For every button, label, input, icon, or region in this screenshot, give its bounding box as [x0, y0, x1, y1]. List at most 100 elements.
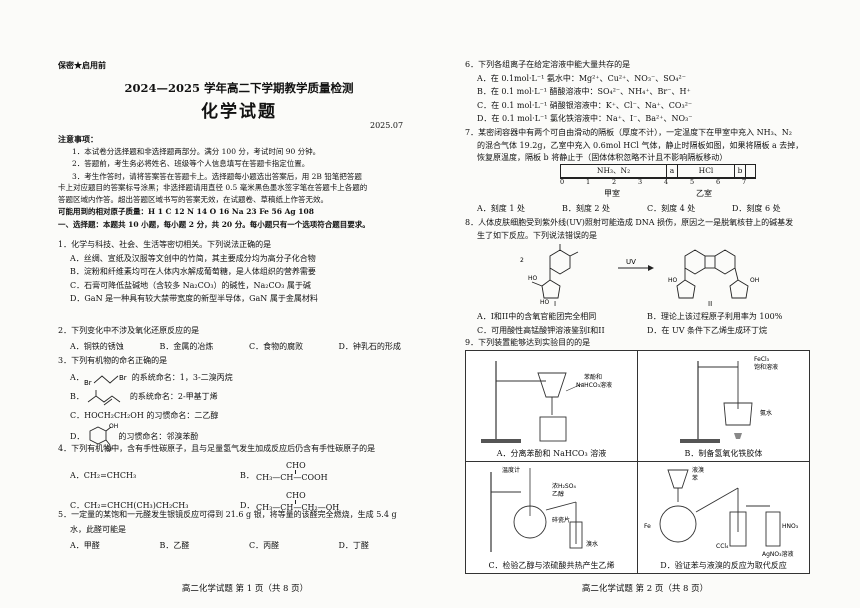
q1-option-d: D．GaN 是一种具有较大禁带宽度的新型半导体，GaN 属于金属材料 [70, 294, 318, 303]
svg-text:Br: Br [119, 374, 127, 382]
q6-option-d: D．在 0.1 mol·L⁻¹ 氯化铁溶液中：Na⁺、I⁻、Ba²⁺、NO₃⁻ [477, 114, 693, 123]
q7-stem-1: 7．某密闭容器中有两个可自由滑动的隔板（厚度不计），一定温度下在甲室中充入 NH… [465, 128, 793, 137]
q8-option-a: A．I和II中的含氧官能团完全相同 [477, 312, 597, 321]
q4-option-b: B． CHO CH₃—CH—COOH [240, 460, 328, 482]
q6-option-c: C．在 0.1 mol·L⁻¹ 硝酸银溶液中：K⁺、Cl⁻、Na⁺、CO₃²⁻ [477, 100, 693, 110]
q3-a-label: A． [70, 373, 84, 383]
q3-stem: 3．下列有机物的命名正确的是 [58, 356, 168, 365]
q3-option-b: 的系统命名：2-甲基丁烯 [129, 392, 218, 402]
footer-page-2: 高二化学试题 第 2 页（共 8 页） [581, 584, 709, 594]
q3-b-label: B． [70, 392, 84, 402]
svg-text:2: 2 [520, 257, 524, 264]
q5-option-b: B．乙醛 [159, 541, 190, 550]
svg-text:CCl₄: CCl₄ [716, 543, 729, 550]
q7-option-d: D．刻度 6 处 [732, 204, 781, 213]
q3-option-a: 的系统命名：1，3-二溴丙烷 [131, 373, 233, 383]
q6-option-a: A．在 0.1mol·L⁻¹ 氨水中：Mg²⁺、Cu²⁺、NO₃⁻、SO₄²⁻ [477, 73, 686, 83]
q3-option-c: C．HOCH₂CH₂OH 的习惯命名：二乙醇 [70, 410, 219, 420]
note-1: 1．本试卷分选择题和非选择题两部分。满分 100 分，考试时间 90 分钟。 [72, 146, 321, 156]
q6-stem: 6．下列各组离子在给定溶液中能大量共存的是 [465, 60, 631, 69]
q4-option-c: C．CH₂=CHCH(CH₃)CH₂CH₃ [70, 500, 189, 510]
q8-options: A．I和II中的含氧官能团完全相同 B．理论上该过程原子利用率为 100% C．… [477, 312, 822, 336]
q7-partition-a: a [667, 165, 678, 177]
q2-option-d: D．钟乳石的形成 [338, 341, 401, 351]
q9-figure-a: 苯酚和 NaHCO₃溶液 A．分离苯酚和 NaHCO₃ 溶液 [465, 350, 638, 462]
q7-option-a: A．刻度 1 处 [477, 204, 525, 213]
atomic-masses: 可能用到的相对原子质量：H 1 C 12 N 14 O 16 Na 23 Fe … [58, 207, 314, 216]
q9-caption-b: B．制备氢氧化铁胶体 [684, 448, 763, 458]
svg-text:HO: HO [528, 275, 538, 282]
svg-text:饱和溶液: 饱和溶液 [754, 363, 778, 371]
q5-option-a: A．甲醛 [70, 541, 100, 550]
secret-label: 保密★启用前 [58, 60, 106, 70]
q9-d-bromination-setup: 液溴 苯 Fe CCl₄ HNO₃ AgNO₃溶液 [644, 466, 799, 558]
svg-text:溴水: 溴水 [586, 540, 598, 548]
q5-stem-2: 水，此醛可能是 [70, 524, 126, 534]
svg-text:浓H₂SO₄: 浓H₂SO₄ [552, 482, 576, 490]
q3-b-structure [87, 389, 121, 405]
subject-title: 化学试题 [201, 102, 277, 122]
svg-text:碎瓷片: 碎瓷片 [552, 516, 570, 524]
q7-stem-2: 的混合气体 19.2g，乙室中充入 0.6mol HCl 气体，静止时隔板如图，… [477, 140, 804, 150]
q2-option-b: B．金属的冶炼 [159, 341, 214, 351]
q7-box-jia: NH₃、N₂ [561, 165, 667, 177]
svg-text:HO: HO [540, 299, 550, 306]
question-6: 6．下列各组离子在给定溶液中能大量共存的是 A．在 0.1mol·L⁻¹ 氨水中… [465, 60, 825, 125]
q8-reaction-scheme: HO HO 2 I UV HO OH II [520, 244, 759, 308]
svg-text:液溴: 液溴 [692, 466, 704, 474]
svg-text:Br: Br [106, 446, 113, 451]
q7-partition-b: b [735, 165, 746, 177]
note-5: 答题区域内作答。超出答题区域书写的答案无效，在试题卷、草稿纸上作答无效。 [58, 194, 328, 204]
notes-title: 注意事项： [58, 134, 98, 144]
q1-option-a: A．丝绸、宣纸及汉服等文创中的竹简，其主要成分均为高分子化合物 [70, 253, 316, 263]
q1-option-b: B．淀粉和纤维素均可在人体内水解成葡萄糖，是人体组织的营养需要 [70, 267, 316, 276]
question-5: 5．一定量的某饱和一元醛发生银镜反应可得到 21.6 g 银，将等量的该醛完全燃… [58, 510, 428, 552]
q4-option-d: D． CHO CH₃—CH—CH₂—OH [240, 490, 340, 512]
q9-stem: 9．下列装置能够达到实验目的的是 [465, 338, 591, 347]
q4-option-a: A．CH₂=CHCH₃ [70, 470, 137, 480]
q4-stem: 4．下列有机物中，含有手性碳原子，且与足量氢气发生加成反应后仍含有手性碳原子的是 [58, 444, 376, 453]
q9-b-colloid-setup: FeCl₃ 饱和溶液 氨水 [680, 356, 778, 443]
svg-text:乙醇: 乙醇 [552, 490, 564, 498]
question-4: 4．下列有机物中，含有手性碳原子，且与足量氢气发生加成反应后仍含有手性碳原子的是… [58, 444, 428, 517]
svg-text:氨水: 氨水 [760, 409, 772, 417]
q8-arrow-label: UV [626, 258, 636, 266]
question-3: 3．下列有机物的命名正确的是 A． Br Br 的系统命名：1，3-二溴丙烷 B… [58, 356, 428, 451]
page-1: 保密★启用前 2024—2025 学年高二下学期教学质量检测 化学试题 2025… [58, 60, 428, 594]
q7-stem-3: 恢复原温度，隔板 b 将静止于（固体体积忽略不计且不影响隔板移动） [477, 153, 728, 162]
q7-label-jia: 甲室 [604, 189, 620, 198]
svg-text:OH: OH [750, 277, 759, 284]
q3-d-structure: OH Br [89, 423, 118, 451]
q8-stem-2: 生了如下反应。下列说法错误的是 [477, 230, 597, 240]
svg-text:HNO₃: HNO₃ [782, 523, 799, 530]
q7-option-c: C．刻度 4 处 [647, 204, 696, 213]
svg-text:II: II [708, 300, 712, 308]
q9-c-ethylene-setup: 温度计 浓H₂SO₄ 乙醇 碎瓷片 溴水 [490, 466, 598, 552]
q9-caption-c: C．检验乙醇与浓硫酸共热产生乙烯 [488, 560, 615, 570]
q7-options: A．刻度 1 处 B．刻度 2 处 C．刻度 4 处 D．刻度 6 处 [477, 204, 817, 215]
svg-text:OH: OH [109, 423, 118, 430]
q8-option-d: D．在 UV 条件下乙烯生成环丁烷 [647, 325, 768, 335]
q8-molecule-ii [676, 249, 749, 299]
q8-molecule-i [531, 244, 579, 299]
svg-text:I: I [554, 300, 556, 308]
svg-text:温度计: 温度计 [502, 466, 520, 474]
q8-option-b: B．理论上该过程原子利用率为 100% [647, 312, 783, 321]
q7-ruler: 0 1 2 3 4 5 6 7 [560, 178, 756, 187]
section-1-title: 一、选择题：本题共 10 小题，每小题 2 分，共 20 分。每小题只有一个选项… [58, 219, 370, 229]
q6-option-b: B．在 0.1 mol·L⁻¹ 醋酸溶液中：SO₄²⁻、NH₄⁺、Br⁻、H⁺ [477, 87, 691, 96]
footer-page-1: 高二化学试题 第 1 页（共 8 页） [181, 584, 309, 594]
question-2: 2．下列变化中不涉及氧化还原反应的是 A．铜铁的锈蚀 B．金属的冶炼 C．食物的… [58, 326, 428, 352]
q7-option-b: B．刻度 2 处 [562, 204, 611, 213]
q1-stem: 1．化学与科技、社会、生活等密切相关。下列说法正确的是 [58, 240, 272, 249]
page-2: 6．下列各组离子在给定溶液中能大量共存的是 A．在 0.1mol·L⁻¹ 氨水中… [430, 0, 860, 608]
svg-text:HO: HO [668, 277, 678, 284]
question-8: 8．人体皮肤细胞受到紫外线(UV)照射可能造成 DNA 损伤，原因之一是脱氧核苷… [465, 218, 830, 241]
svg-text:苯: 苯 [692, 474, 698, 482]
note-2: 2．答题前，考生务必将姓名、班级等个人信息填写在答题卡指定位置。 [72, 159, 310, 168]
q9-figure-b: FeCl₃ 饱和溶液 氨水 B．制备氢氧化铁胶体 [637, 350, 810, 462]
q9-caption-d: D．验证苯与液溴的反应为取代反应 [660, 560, 787, 570]
note-4: 卡上对应题目的答案标号涂黑；非选择题请用直径 0.5 毫米黑色墨水签字笔在答题卡… [58, 183, 368, 192]
note-3: 3．考生作答时，请将答案答在答题卡上。选择题每小题选出答案后，用 2B 铅笔把答… [72, 171, 362, 181]
q9-apparatus-grid: 苯酚和 NaHCO₃溶液 A．分离苯酚和 NaHCO₃ 溶液 FeCl₃ 饱和溶… [465, 350, 810, 574]
